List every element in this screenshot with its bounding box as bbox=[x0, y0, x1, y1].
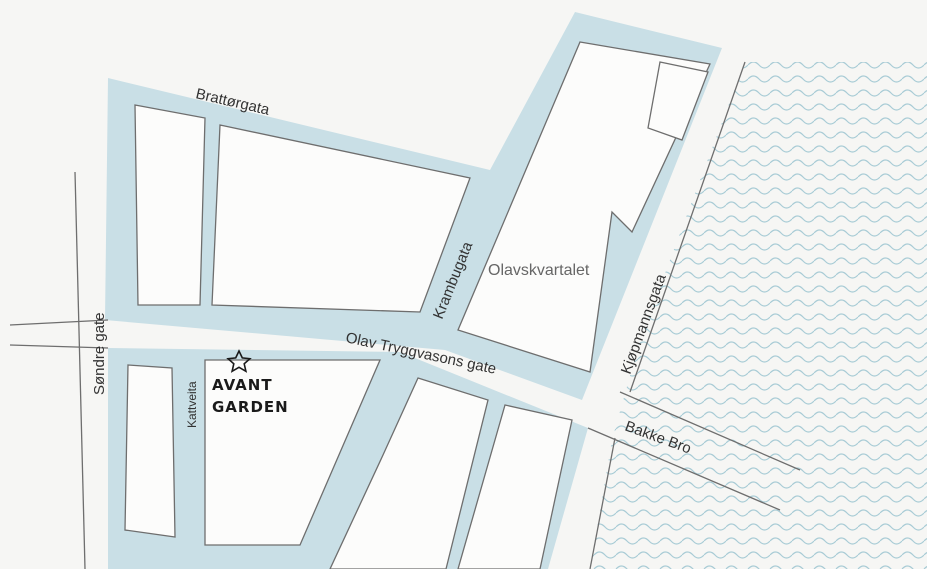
street-label-sondre-gate: Søndre gate bbox=[91, 312, 108, 395]
block-olavskvartalet-annex bbox=[647, 61, 709, 141]
block-central-north bbox=[211, 124, 471, 313]
line-bakke-bro-south bbox=[587, 427, 781, 511]
street-lines bbox=[9, 61, 801, 569]
block-west-north bbox=[134, 104, 206, 306]
block-southeast-a bbox=[329, 377, 489, 569]
water-area bbox=[590, 62, 927, 569]
block-kattveita bbox=[204, 359, 381, 546]
star-icon bbox=[226, 349, 252, 373]
line-west-upper bbox=[9, 319, 109, 326]
block-west-south bbox=[124, 364, 176, 538]
district-label-olavskvartalet: Olavskvartalet bbox=[488, 262, 590, 279]
blocks bbox=[124, 41, 711, 569]
block-olavskvartalet bbox=[457, 41, 711, 373]
line-bakke-bro-north bbox=[619, 391, 801, 471]
logo-line-1: AVANT bbox=[212, 376, 273, 394]
line-shore-south bbox=[589, 437, 616, 569]
street-label-kattveita: Kattveita bbox=[185, 381, 199, 428]
line-kjopmannsgata-east bbox=[629, 61, 746, 393]
block-southeast-b bbox=[457, 404, 573, 569]
logo-line-2: GARDEN bbox=[212, 398, 289, 416]
line-west-lower bbox=[9, 344, 109, 349]
line-sondre-west bbox=[74, 171, 86, 569]
avant-garden-marker[interactable]: AVANT GARDEN bbox=[212, 349, 289, 416]
